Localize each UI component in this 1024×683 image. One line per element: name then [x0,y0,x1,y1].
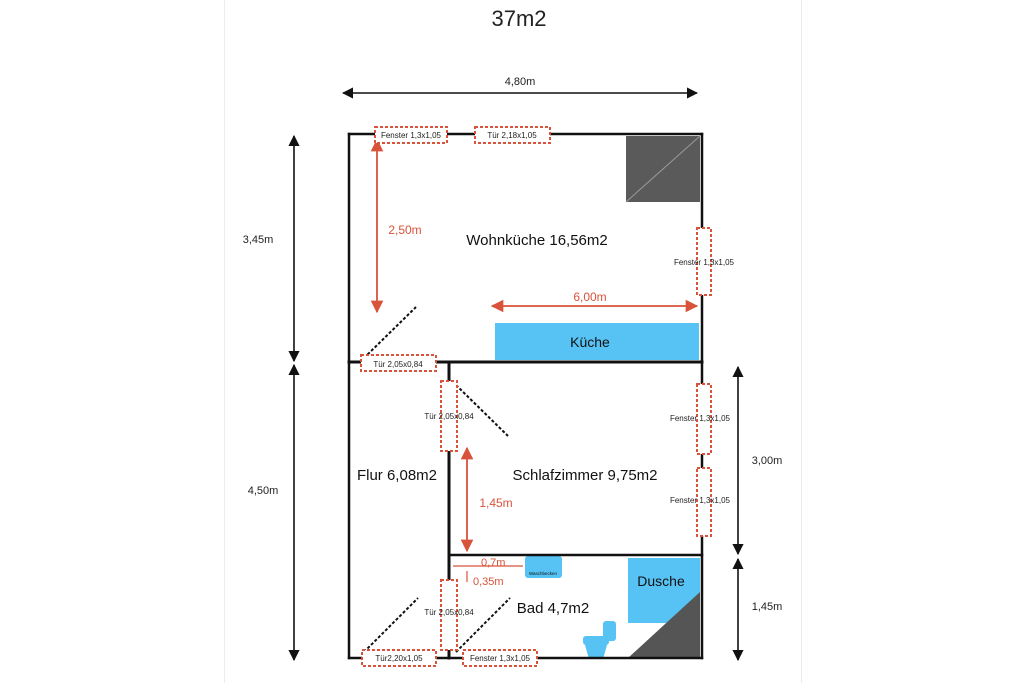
openings [360,126,712,667]
opening-fenster-kitchen-right [696,227,712,296]
label-fenster-bad-bottom: Fenster 1,3x1,05 [470,654,531,663]
opening-tuer-eingang [361,649,437,667]
room-flur: Flur 6,08m2 [357,467,437,484]
room-bad: Bad 4,7m2 [517,600,590,617]
washbasin-label: Waschbecken [529,571,558,576]
height-upper-label: 3,45m [243,234,274,246]
height-bedroom-label: 3,00m [752,455,783,467]
opening-fenster-bad-bottom [462,649,538,667]
opening-fenster-bed-right-2 [696,467,712,537]
label-tuer-eingang: Tür2,20x1,05 [375,654,423,663]
height-bath-label: 1,45m [752,601,783,613]
width-dimension-label: 4,80m [505,76,536,88]
opening-tuer-bad [440,579,458,651]
opening-tuer-wohnkueche [360,354,437,372]
opening-tuer-schlafzimmer [440,380,458,452]
door-swings [363,306,511,653]
label-fenster-bed-right-2: Fenster 1,3x1,05 [670,496,731,505]
bath-gap-label-2: 0,35m [473,576,504,588]
shower-label: Dusche [637,573,685,589]
height-lower-label: 4,50m [248,485,279,497]
opening-tuer-top [474,126,551,144]
kitchen-label: Küche [570,334,610,350]
washbasin [525,556,562,578]
label-tuer-bad: Tür 2,05x0,84 [424,608,474,617]
toilet-icon [583,621,616,659]
bath-gap-label-1: 0,7m [481,557,505,569]
kitchen-length-label: 6,00m [573,290,606,304]
stair-diagonal [625,135,701,203]
label-fenster-bed-right-1: Fenster 1,3x1,05 [670,414,731,423]
label-fenster-top: Fenster 1,3x1,05 [381,131,442,140]
shower-dark-corner [628,592,700,658]
opening-labels: Fenster 1,3x1,05 Tür 2,18x1,05 Fenster 1… [373,131,734,663]
label-tuer-wohnkueche: Tür 2,05x0,84 [373,360,423,369]
room-wohnkueche: Wohnküche 16,56m2 [466,232,607,249]
label-fenster-kitchen-right: Fenster 1,3x1,05 [674,258,735,267]
kitchen-counter [495,323,699,360]
room-schlafzimmer: Schlafzimmer 9,75m2 [512,467,657,484]
bedroom-inner-label: 1,45m [479,496,512,510]
kitchen-depth-label: 2,50m [388,223,421,237]
label-tuer-schlafzimmer: Tür 2,05x0,84 [424,412,474,421]
label-tuer-top: Tür 2,18x1,05 [487,131,537,140]
opening-fenster-top [374,126,448,144]
plan-title: 37m2 [491,6,546,31]
opening-fenster-bed-right-1 [696,383,712,455]
